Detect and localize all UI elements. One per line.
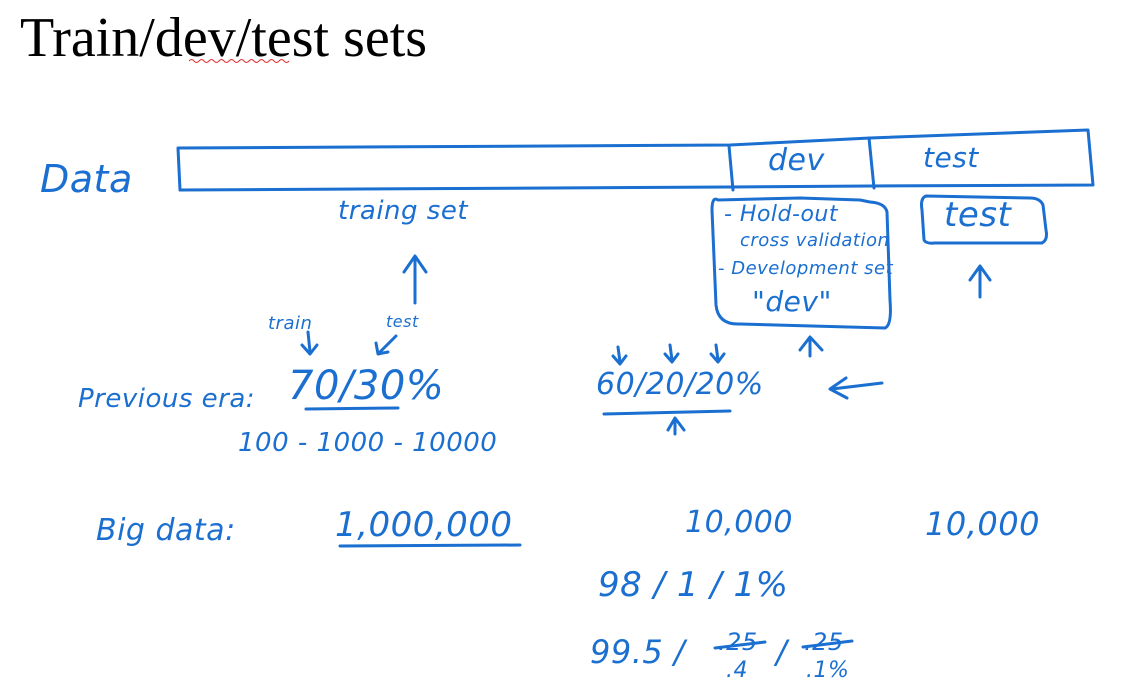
strike-25-a	[713, 640, 767, 650]
test-label: test	[923, 141, 979, 174]
test-divider	[867, 136, 876, 190]
slide-title: Train/dev/test sets	[20, 7, 428, 69]
dev-note-cross-validation: cross validation	[740, 230, 890, 251]
arrow-up-training	[402, 254, 428, 305]
test-box-label: test	[944, 195, 1012, 235]
data-bar-outline	[176, 128, 1095, 192]
spellcheck-underline	[189, 59, 290, 63]
dev-notes-box	[710, 196, 892, 330]
ratio-mid-slash: /	[776, 633, 788, 671]
ratio-99-5-head: 99.5 /	[590, 633, 686, 671]
ratio-98-1-1: 98 / 1 / 1%	[598, 565, 789, 605]
ratio-low-a: .4	[726, 658, 748, 683]
arrow-down-test	[374, 334, 398, 356]
arrow-down-3	[709, 343, 726, 364]
dev-divider	[727, 144, 735, 192]
ratio-low-b: .1%	[806, 658, 850, 683]
big-data-label: Big data:	[96, 513, 236, 548]
arrow-left	[828, 376, 884, 400]
data-row-label: Data	[40, 157, 133, 201]
strike-25-b	[801, 639, 854, 649]
dev-note-holdout: - Hold-out	[724, 202, 838, 227]
underline-60-20-20	[602, 409, 732, 416]
big-dev-size: 10,000	[685, 505, 793, 540]
big-test-size: 10,000	[925, 505, 1040, 543]
training-set-label: traing set	[338, 196, 469, 226]
arrow-down-1	[611, 345, 628, 366]
test-tag: test	[386, 312, 419, 331]
underline-70-30	[304, 406, 400, 411]
dev-label: dev	[768, 143, 825, 178]
train-tag: train	[268, 313, 313, 334]
split-60-20-20: 60/20/20%	[596, 367, 764, 402]
dev-note-development-set: - Development set	[718, 258, 894, 279]
arrow-down-train	[300, 330, 319, 356]
underline-big-train	[338, 543, 522, 548]
ratio-struck-b: .25	[804, 628, 844, 656]
big-train-size: 1,000,000	[335, 505, 513, 545]
test-box-outline	[920, 194, 1048, 245]
arrow-up-split	[666, 416, 686, 436]
previous-era-label: Previous era:	[78, 384, 256, 414]
arrow-up-test	[968, 264, 992, 299]
dev-note-dev: "dev"	[752, 285, 832, 318]
arrow-up-dev	[798, 335, 824, 358]
ratio-struck-a: .25	[718, 628, 758, 656]
split-70-30: 70/30%	[288, 363, 445, 409]
arrow-down-2	[663, 343, 680, 364]
small-dataset-sizes: 100 - 1000 - 10000	[238, 428, 498, 458]
